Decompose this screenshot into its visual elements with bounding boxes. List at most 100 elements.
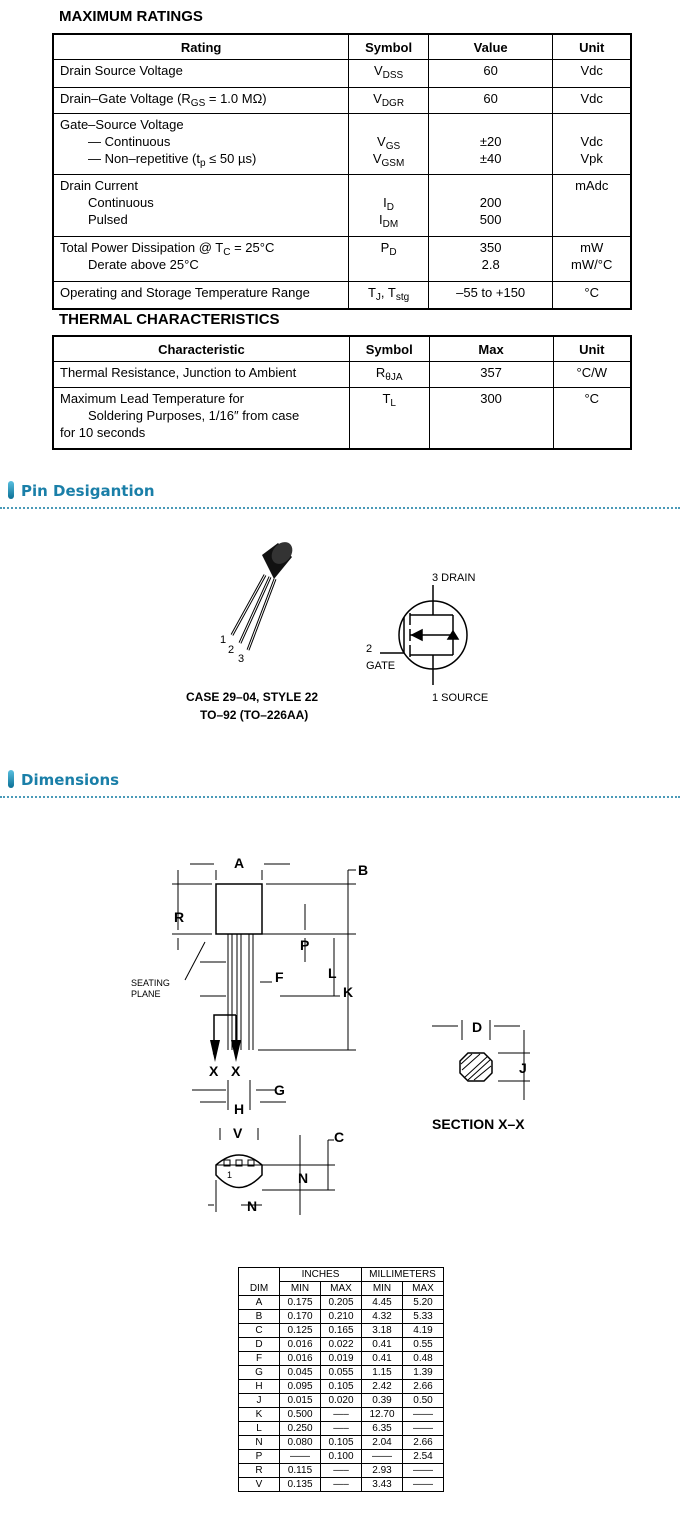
table-cell: 2.66 (402, 1379, 444, 1394)
pin-designation-header: Pin Desigantion (8, 481, 155, 500)
column-header: Symbol (348, 33, 429, 60)
value-cell: 300 (428, 387, 554, 449)
pin-2-label: 2 (228, 644, 234, 656)
symbol-cell: VDSS (348, 59, 429, 88)
section-title: Pin Desigantion (21, 482, 155, 500)
dim-label-b: B (358, 862, 368, 878)
unit-cell: °C (552, 281, 632, 309)
table-cell: —– (320, 1477, 362, 1492)
table-cell: 2.54 (402, 1449, 444, 1464)
to92-package-icon (230, 542, 293, 651)
gate-pin-label: 2 (366, 643, 372, 655)
table-cell: 0.125 (279, 1323, 321, 1338)
unit-cell: Vdc (552, 87, 632, 114)
table-cell: 4.32 (361, 1309, 403, 1324)
package-label: TO–92 (TO–226AA) (200, 708, 308, 722)
table-cell: 0.50 (402, 1393, 444, 1408)
column-header: Value (427, 33, 554, 60)
dim-label-p: P (300, 937, 309, 953)
column-header: Symbol (348, 335, 430, 362)
table-cell: —— (361, 1449, 403, 1464)
symbol-cell: PD (348, 236, 429, 282)
column-header: MAX (402, 1281, 444, 1296)
source-label: 1 SOURCE (432, 692, 488, 704)
table-cell: D (238, 1337, 280, 1352)
table-cell: —– (320, 1407, 362, 1422)
table-cell: L (238, 1421, 280, 1436)
table-cell: C (238, 1323, 280, 1338)
table-cell: 12.70 (361, 1407, 403, 1422)
pin-one-label: 1 (227, 1170, 232, 1180)
table-cell: A (238, 1295, 280, 1310)
dim-label-x2: X (231, 1063, 241, 1079)
plane-label: PLANE (131, 989, 161, 999)
table-row: Gate–Source Voltage— Continuous— Non–rep… (52, 113, 632, 175)
pin-3-label: 3 (238, 653, 244, 665)
dim-label-k: K (343, 984, 353, 1000)
dim-label-x1: X (209, 1063, 219, 1079)
rating-cell: Drain Source Voltage (52, 59, 350, 88)
dim-label-d: D (472, 1019, 482, 1035)
drain-label: 3 DRAIN (432, 572, 475, 584)
table-cell: 0.165 (320, 1323, 362, 1338)
table-cell: —— (402, 1477, 444, 1492)
table-cell: 0.39 (361, 1393, 403, 1408)
dim-label-n1: N (298, 1170, 308, 1186)
value-cell: ±20±40 (427, 113, 554, 175)
table-cell: —— (402, 1421, 444, 1436)
value-cell: –55 to +150 (427, 281, 554, 309)
table-cell: 0.080 (279, 1435, 321, 1450)
dim-label-f: F (275, 969, 284, 985)
table-cell: 3.18 (361, 1323, 403, 1338)
table-cell: 4.19 (402, 1323, 444, 1338)
divider (0, 796, 680, 798)
table-cell: 5.20 (402, 1295, 444, 1310)
table-cell: 0.016 (279, 1351, 321, 1366)
rating-cell: Gate–Source Voltage— Continuous— Non–rep… (52, 113, 350, 175)
section-bar-icon (8, 481, 14, 499)
table-cell: 0.055 (320, 1365, 362, 1380)
case-label: CASE 29–04, STYLE 22 (186, 690, 318, 704)
max-ratings-title: MAXIMUM RATINGS (59, 8, 203, 25)
table-cell: 0.175 (279, 1295, 321, 1310)
divider (0, 507, 680, 509)
thermal-title: THERMAL CHARACTERISTICS (59, 311, 280, 328)
unit-cell: °C (552, 387, 632, 449)
table-cell: 0.022 (320, 1337, 362, 1352)
dim-label-r: R (174, 909, 184, 925)
section-xx-label: SECTION X–X (432, 1116, 525, 1132)
column-header: Rating (52, 33, 350, 60)
column-header: DIM (238, 1281, 280, 1296)
table-cell: 1.15 (361, 1365, 403, 1380)
table-cell: 0.205 (320, 1295, 362, 1310)
dim-label-j: J (519, 1060, 527, 1076)
table-cell: F (238, 1351, 280, 1366)
column-header: MIN (361, 1281, 403, 1296)
symbol-cell: RθJA (348, 361, 430, 388)
table-cell: 0.48 (402, 1351, 444, 1366)
seating-label: SEATING (131, 978, 170, 988)
table-cell: 2.04 (361, 1435, 403, 1450)
pin-diagram: 1 2 3 CASE 29–04, STYLE 22 TO–92 (TO–226… (186, 542, 488, 722)
table-cell: 0.135 (279, 1477, 321, 1492)
table-cell: V (238, 1477, 280, 1492)
dim-label-h: H (234, 1101, 244, 1117)
